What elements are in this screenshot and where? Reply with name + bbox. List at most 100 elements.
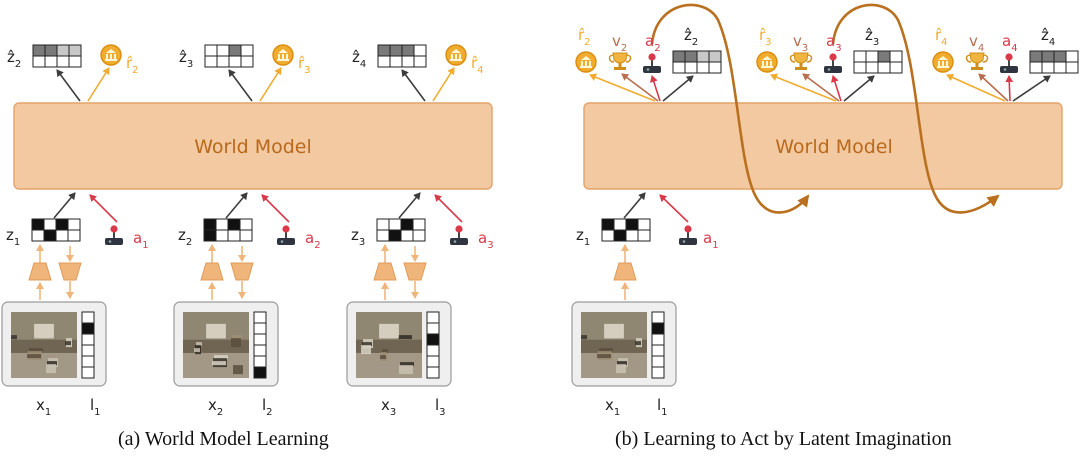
imagination-loop-arrow-1 [650, 3, 810, 214]
observation-image [581, 312, 647, 378]
model-to-value-arrow [802, 73, 840, 102]
world-model-box-a [13, 102, 493, 190]
action-joystick-icon-b [824, 53, 842, 73]
world-model-box-b [583, 102, 1063, 190]
model-to-reward-arrow [259, 67, 282, 102]
model-to-latent-arrow [56, 69, 81, 102]
pred-latent-label-b: ẑ4 [1041, 26, 1055, 48]
loc-label-l1: l1 [90, 396, 101, 418]
model-to-action-arrow [1005, 75, 1014, 102]
observation-panel [1, 301, 107, 387]
observation-image [11, 312, 77, 378]
predicted-latent-grid [204, 44, 254, 68]
reward-coin-icon-b [756, 51, 778, 73]
encoder-trapezoid-b [613, 262, 637, 281]
predicted-latent-grid-b [672, 50, 722, 74]
action-to-model-arrow [261, 194, 290, 223]
loc-label-l3: l3 [435, 396, 446, 418]
action-label-a2: a2 [305, 229, 321, 251]
observation-panel [173, 301, 279, 387]
location-vector [426, 311, 440, 379]
latent-state-grid [203, 218, 253, 242]
obs-label-x2: x2 [208, 396, 223, 418]
action-to-model-arrow [89, 194, 118, 223]
reward-label: r̂4 [471, 54, 484, 76]
loc-label-l1-b: l1 [657, 396, 668, 418]
loc-label-l2: l2 [262, 396, 273, 418]
location-vector [253, 311, 267, 379]
predicted-latent-grid [32, 44, 82, 68]
action-label-b: a4 [1002, 32, 1018, 54]
model-to-reward-arrow-b [589, 73, 656, 102]
reward-coin-icon [445, 44, 467, 66]
model-to-action-arrow [650, 75, 661, 102]
encoder-trapezoid [200, 262, 224, 281]
observation-panel [346, 301, 452, 387]
value-label-b: v4 [969, 32, 984, 54]
model-to-action-arrow [831, 75, 842, 102]
action-label-a1: a1 [133, 229, 149, 251]
value-trophy-icon [789, 52, 813, 70]
action-to-model-arrow [434, 194, 463, 223]
reward-coin-icon [272, 44, 294, 66]
reward-label: r̂3 [298, 54, 311, 76]
latent-to-model-arrow [53, 192, 76, 219]
reward-label-b: r̂4 [935, 26, 948, 48]
model-to-reward-arrow-b [770, 73, 837, 102]
encoder-trapezoid [28, 262, 52, 281]
imagination-loop-arrow-2 [831, 3, 1000, 214]
reward-coin-icon-b [575, 51, 597, 73]
latent-label-z2: z2 [178, 226, 192, 248]
latent-label-z1: z1 [6, 226, 20, 248]
model-to-reward-arrow [87, 67, 110, 102]
value-trophy-icon [608, 52, 632, 70]
action-joystick-icon-b [1000, 53, 1018, 73]
decoder-trapezoid [403, 262, 427, 281]
pred-latent-label: ẑ4 [352, 48, 366, 70]
world-model-label-b: World Model [775, 136, 893, 158]
decoder-trapezoid [58, 262, 82, 281]
model-to-reward-arrow [432, 67, 455, 102]
world-model-label-a: World Model [194, 136, 312, 158]
value-label-b: v2 [612, 32, 627, 54]
caption-world-model-learning: (a) World Model Learning [118, 428, 329, 450]
pred-latent-label-b: ẑ3 [865, 26, 879, 48]
action-label-b: a2 [645, 32, 661, 54]
value-label-b: v3 [793, 32, 808, 54]
predicted-latent-grid-b [853, 50, 903, 74]
action-joystick-icon [450, 225, 468, 245]
latent-to-model-arrow [398, 192, 421, 219]
model-to-latent-arrow [228, 69, 253, 102]
model-to-value-arrow [621, 73, 659, 102]
encoder-trapezoid [373, 262, 397, 281]
reward-label-b: r̂3 [759, 26, 772, 48]
action-label-a3: a3 [478, 229, 494, 251]
model-to-latent-arrow-b [843, 75, 875, 102]
model-to-reward-arrow-b [946, 73, 1006, 102]
reward-coin-icon-b [932, 51, 954, 73]
model-to-latent-arrow-b [662, 75, 694, 102]
decoder-trapezoid [230, 262, 254, 281]
observation-image [356, 312, 422, 378]
model-to-value-arrow [978, 73, 1009, 102]
predicted-latent-grid [377, 44, 427, 68]
observation-image [183, 312, 249, 378]
obs-label-x1-b: x1 [605, 396, 620, 418]
pred-latent-label: ẑ3 [179, 48, 193, 70]
action-joystick-icon-b [679, 225, 697, 245]
latent-label-z3: z3 [351, 226, 365, 248]
model-to-latent-arrow [401, 69, 426, 102]
latent-state-grid [376, 218, 426, 242]
latent-to-model-arrow-b [623, 192, 646, 219]
obs-label-x1: x1 [36, 396, 51, 418]
obs-label-x3: x3 [381, 396, 396, 418]
action-label-b: a3 [826, 32, 842, 54]
location-vector [651, 311, 665, 379]
observation-panel-b [571, 301, 677, 387]
reward-label-b: r̂2 [578, 26, 591, 48]
latent-state-grid [31, 218, 81, 242]
location-vector [81, 311, 95, 379]
action-joystick-icon-b [643, 53, 661, 73]
pred-latent-label-b: ẑ2 [684, 26, 698, 48]
